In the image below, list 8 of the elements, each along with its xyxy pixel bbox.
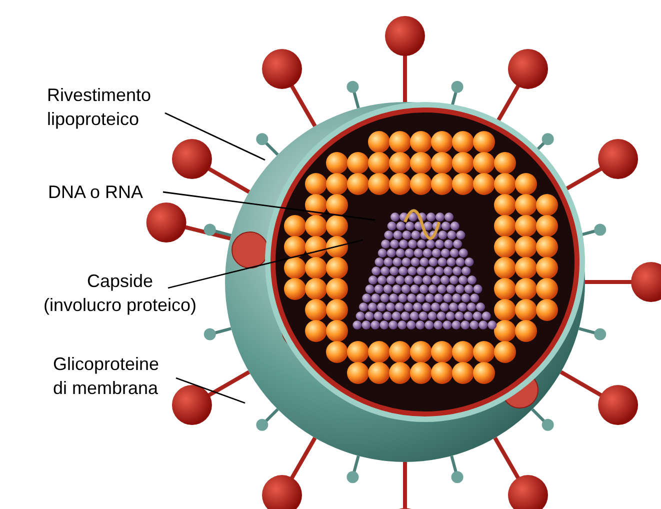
leader-line [168, 239, 364, 289]
part-label: Glicoproteine di membrana [53, 352, 183, 400]
part-label: DNA o RNA [48, 180, 144, 204]
leader-line [164, 112, 266, 161]
leader-line [162, 191, 376, 221]
part-label: Capside (involucro proteico) [30, 269, 210, 317]
leader-line [176, 377, 246, 404]
part-label: Rivestimento lipoproteico [47, 83, 177, 131]
